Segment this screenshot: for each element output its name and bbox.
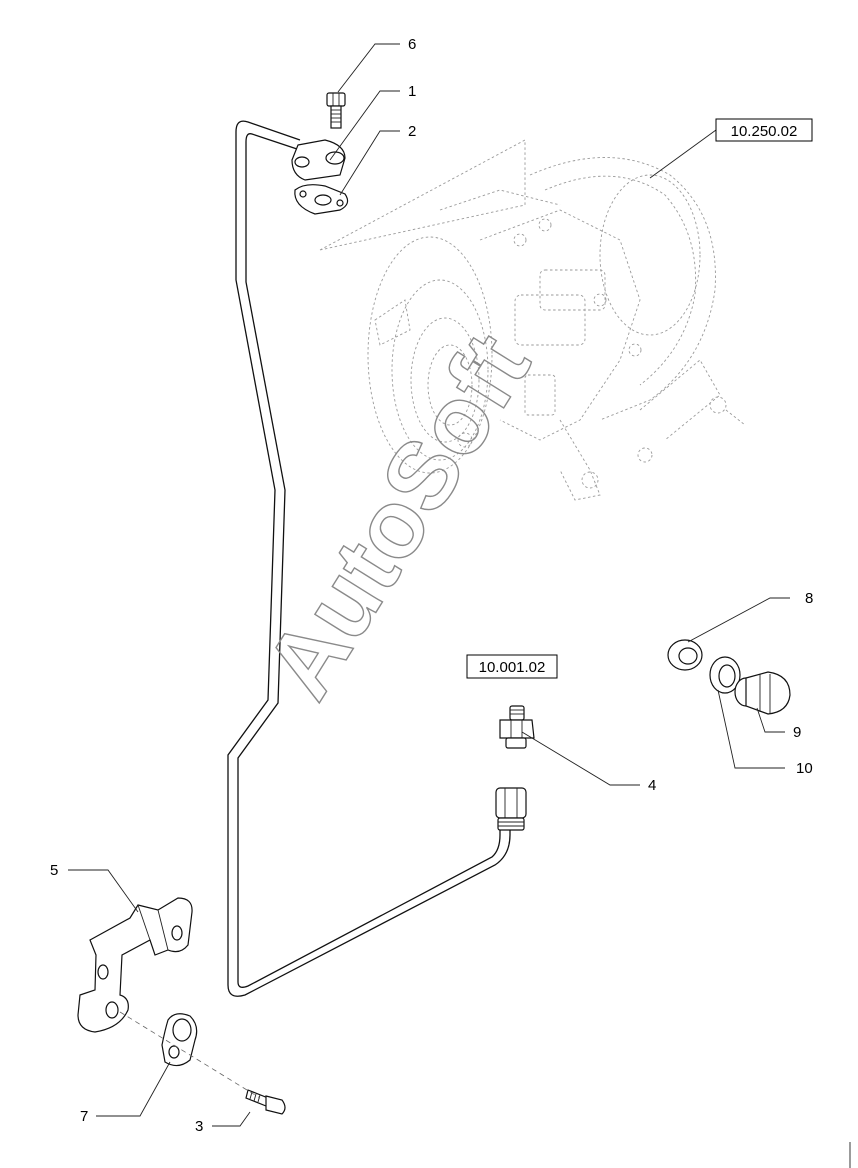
- turbocharger-assembly: [319, 139, 746, 501]
- callout-labels: 6 1 2 4 5 7 3 8 9 10: [50, 36, 813, 1135]
- oil-feed-pipe: [227, 120, 527, 997]
- callout-2: 2: [408, 123, 416, 140]
- callout-3: 3: [195, 1118, 203, 1135]
- gasket-2: [294, 184, 349, 215]
- callout-10: 10: [796, 760, 813, 777]
- plug-9: [734, 671, 791, 715]
- callout-1: 1: [408, 83, 416, 100]
- callout-5: 5: [50, 862, 58, 879]
- bracket-5: [77, 897, 193, 1033]
- callout-6: 6: [408, 36, 416, 53]
- seal-ring-10: [709, 656, 741, 694]
- callout-7: 7: [80, 1108, 88, 1125]
- bolt-3: [245, 1089, 286, 1115]
- leader-lines: [68, 43, 790, 1127]
- adapter-fitting-4: [499, 705, 535, 749]
- callout-9: 9: [793, 724, 801, 741]
- reference-turbocharger-text: 10.250.02: [731, 123, 798, 140]
- reference-turbocharger: 10.250.02: [715, 118, 813, 142]
- pipe-fitting-nut: [495, 787, 527, 831]
- reference-engine-text: 10.001.02: [479, 659, 546, 676]
- callout-8: 8: [805, 590, 813, 607]
- callout-4: 4: [648, 777, 656, 794]
- bolt-6: [326, 92, 346, 129]
- reference-engine: 10.001.02: [466, 654, 558, 679]
- washer-8: [667, 639, 703, 671]
- pipe-banjo-end: [291, 139, 346, 181]
- clamp-7: [161, 1013, 198, 1067]
